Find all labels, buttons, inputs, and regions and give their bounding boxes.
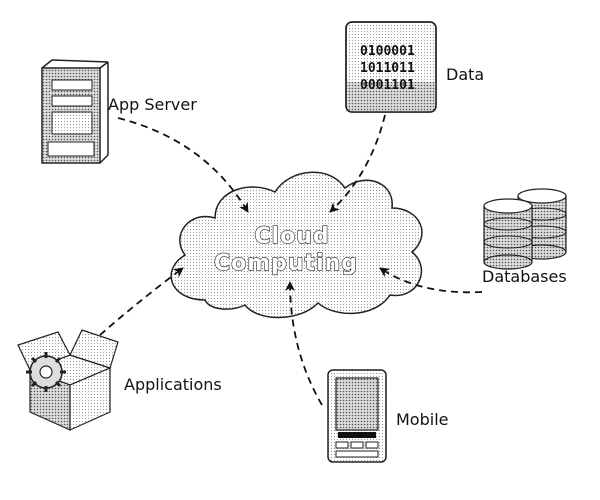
server-icon (41, 59, 109, 164)
arrow-data-to-cloud (329, 114, 386, 213)
arrow-applications-to-cloud (99, 267, 184, 336)
database-icon (483, 188, 567, 270)
gear-icon (26, 352, 66, 392)
data-label: Data (446, 65, 484, 84)
binary-data-icon (345, 21, 437, 113)
data-bits-row-2: 1011011 (360, 61, 415, 76)
cloud-shape (170, 171, 423, 319)
arrow-app-server-to-cloud (117, 117, 249, 213)
cloud-title-line1: Cloud (254, 224, 329, 249)
arrow-mobile-to-cloud (285, 281, 323, 406)
cloud-title-line2: Computing (214, 251, 358, 276)
data-bits-row-1: 0100001 (360, 44, 415, 59)
app-server-label: App Server (108, 95, 197, 114)
databases-label: Databases (482, 267, 567, 286)
data-bits-row-3: 0001101 (360, 78, 415, 93)
mobile-label: Mobile (396, 410, 448, 429)
arrow-databases-to-cloud (379, 267, 483, 294)
mobile-device-icon (327, 369, 387, 463)
applications-label: Applications (124, 375, 222, 394)
